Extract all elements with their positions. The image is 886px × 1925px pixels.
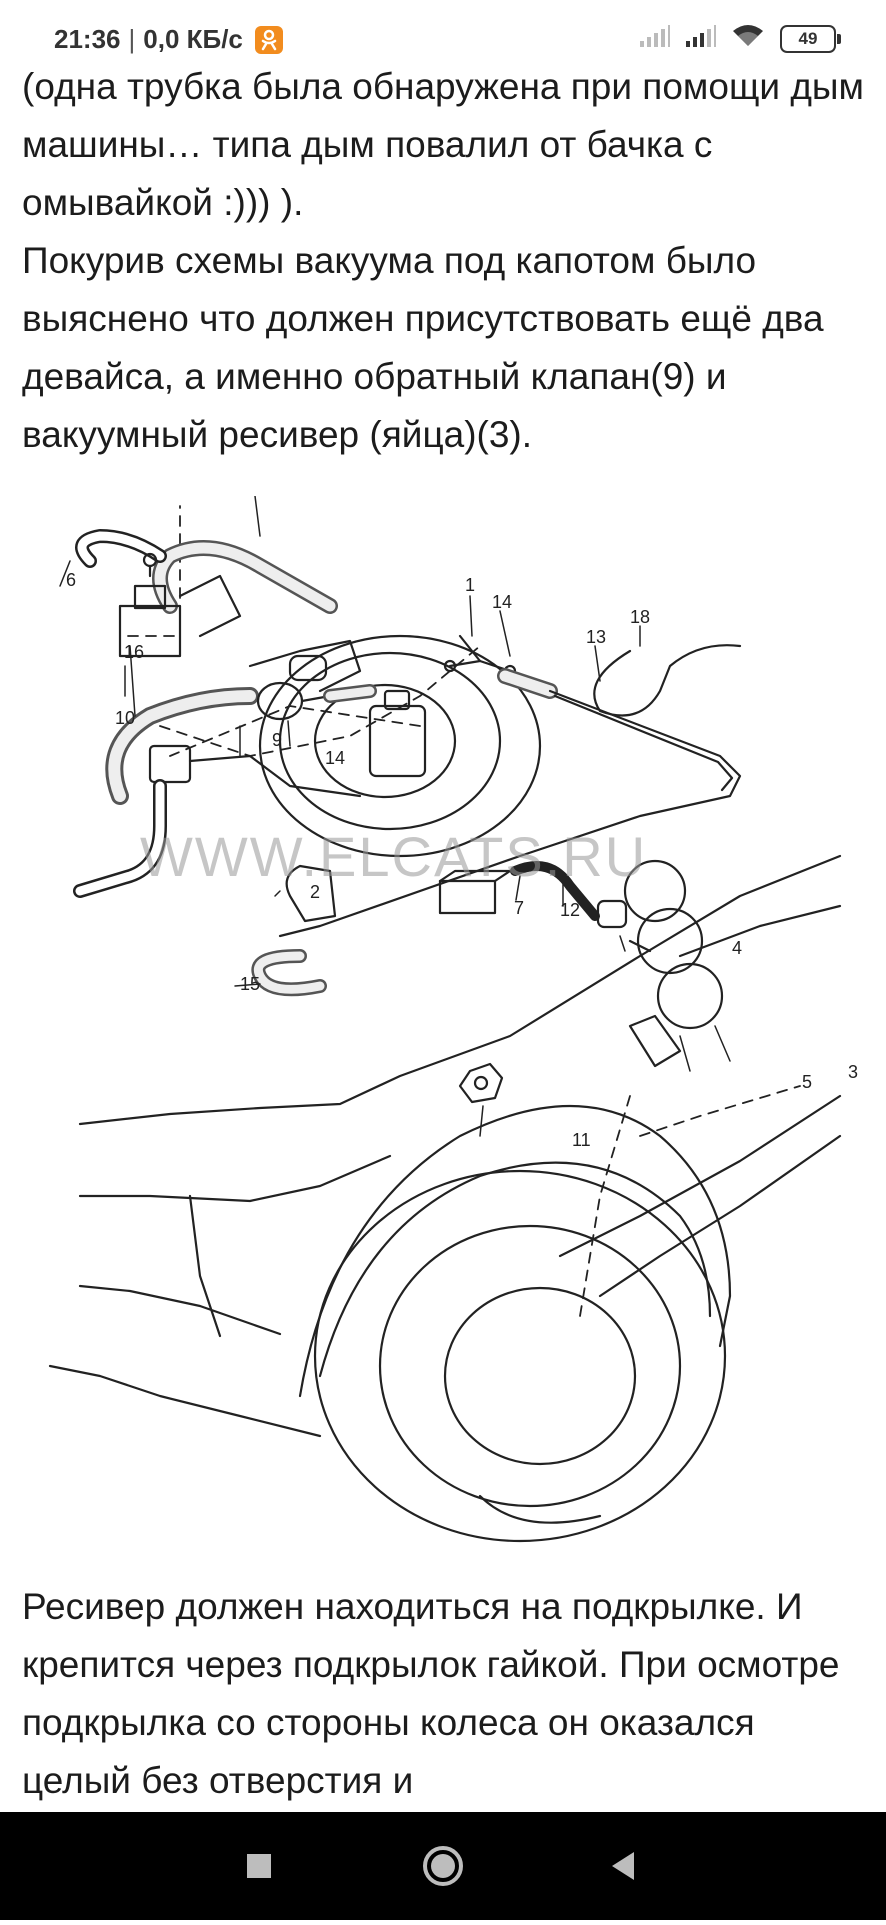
block-7 xyxy=(438,879,497,915)
label-9: 9 xyxy=(272,730,282,750)
label-13: 13 xyxy=(586,627,606,647)
brake-booster xyxy=(258,634,542,858)
status-time: 21:36 xyxy=(54,24,121,54)
vacuum-diagram-image: WWW.ELCATS.RU 17 6 10 1 14 13 18 16 9 14… xyxy=(40,434,880,1546)
label-5: 5 xyxy=(802,1072,812,1092)
recents-square-icon xyxy=(247,1854,271,1878)
label-12: 12 xyxy=(560,900,580,920)
network-speed: 0,0 КБ/с xyxy=(143,24,243,54)
signal-icon xyxy=(686,25,716,52)
pad-5 xyxy=(628,1014,682,1068)
label-16: 16 xyxy=(124,642,144,662)
signal-icon xyxy=(640,25,670,52)
battery-level: 49 xyxy=(798,28,818,48)
status-bar: 21:36 | 0,0 КБ/с xyxy=(0,0,886,78)
wheel xyxy=(313,1169,727,1543)
recents-button[interactable] xyxy=(204,1812,314,1920)
diagram-watermark: WWW.ELCATS.RU xyxy=(140,825,647,888)
article-body-bottom: Ресивер должен находиться на подкрылке. … xyxy=(22,1578,872,1810)
paragraph-top: (одна трубка была обнаружена при помощи … xyxy=(22,66,864,223)
label-14a: 14 xyxy=(492,592,512,612)
home-circle-icon xyxy=(423,1846,463,1886)
status-right: 49 xyxy=(640,24,841,53)
battery-icon: 49 xyxy=(780,24,841,53)
label-7: 7 xyxy=(514,898,524,918)
label-18: 18 xyxy=(630,607,650,627)
status-left: 21:36 | 0,0 КБ/с xyxy=(54,24,283,55)
receiver-3-top xyxy=(623,859,687,923)
label-2: 2 xyxy=(310,882,320,902)
cable-tie-18 xyxy=(593,644,742,717)
nut-11 xyxy=(458,1062,504,1104)
label-14b: 14 xyxy=(325,748,345,768)
wifi-icon xyxy=(732,24,764,53)
odnoklassniki-icon xyxy=(254,25,283,54)
label-15: 15 xyxy=(240,974,260,994)
label-10: 10 xyxy=(115,708,135,728)
wheel-arch xyxy=(298,1105,732,1398)
label-6: 6 xyxy=(66,570,76,590)
paragraph-bottom: Ресивер должен находиться на подкрылке. … xyxy=(22,1586,840,1801)
navigation-bar xyxy=(0,1812,886,1920)
part-4 xyxy=(596,899,628,929)
car-body-outline xyxy=(78,854,842,1126)
paragraph-second: Покурив схемы вакуума под капотом было в… xyxy=(22,240,824,455)
label-4: 4 xyxy=(732,938,742,958)
home-button[interactable] xyxy=(388,1812,498,1920)
article-body: (одна трубка была обнаружена при помощи … xyxy=(22,58,872,464)
back-button[interactable] xyxy=(568,1812,678,1920)
line-13 xyxy=(278,689,742,938)
valve-10 xyxy=(118,604,182,658)
hose-12 xyxy=(510,861,600,921)
clip-2 xyxy=(285,864,337,923)
label-11: 11 xyxy=(572,1130,591,1150)
label-3: 3 xyxy=(848,1062,858,1082)
status-separator: | xyxy=(128,24,136,54)
back-triangle-icon xyxy=(612,1852,634,1880)
label-1: 1 xyxy=(465,575,475,595)
